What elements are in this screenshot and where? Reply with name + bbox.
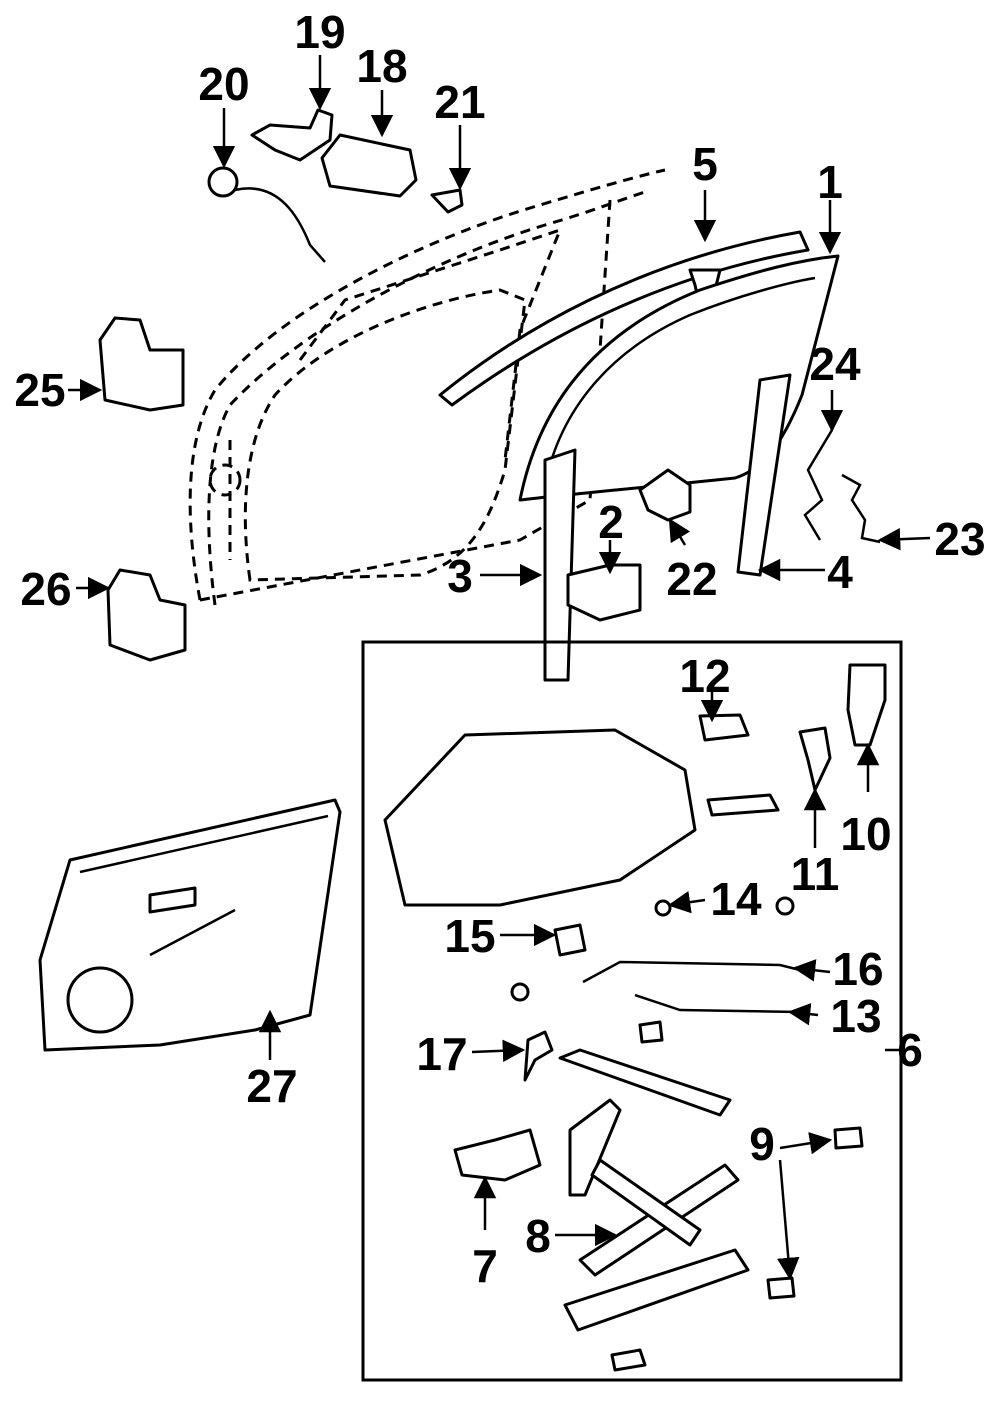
callout-18: 18 <box>356 40 407 92</box>
lock-cylinder-11-drawing <box>798 726 832 792</box>
callout-11: 11 <box>791 848 840 900</box>
callout-10: 10 <box>840 808 891 860</box>
rod-13-drawing <box>634 993 801 1014</box>
upper-hinge-drawing <box>98 316 185 412</box>
assembly-6-box <box>361 640 903 1382</box>
latch-drawing <box>706 793 780 817</box>
rod-23-drawing <box>841 473 881 544</box>
lift-channel-drawing <box>563 1248 750 1332</box>
inner-panel-drawing <box>383 728 697 907</box>
actuator-10-drawing <box>846 663 887 747</box>
grommet-drawing <box>207 166 239 198</box>
callout-27: 27 <box>246 1060 297 1112</box>
clip-14-drawing <box>654 899 672 917</box>
callout-21: 21 <box>434 76 485 128</box>
harness-drawing <box>234 187 326 263</box>
callout-2: 2 <box>598 496 624 548</box>
small-clip-drawing <box>510 982 530 1002</box>
regulator-8-drawing <box>568 1098 740 1277</box>
callout-7: 7 <box>472 1240 498 1292</box>
clip-15-drawing <box>553 923 587 957</box>
callout-23: 23 <box>934 513 985 565</box>
callout-16: 16 <box>832 943 883 995</box>
callout-9: 9 <box>749 1118 775 1170</box>
lock-rod-12-drawing <box>698 713 750 742</box>
callout-24: 24 <box>809 338 861 390</box>
rod-24-drawing <box>803 429 834 541</box>
bracket-19-drawing <box>250 108 334 162</box>
switch-drawing <box>610 1348 647 1372</box>
motor-7-drawing <box>453 1128 542 1182</box>
callout-4: 4 <box>827 546 853 598</box>
front-channel-drawing <box>543 448 577 682</box>
striker-drawing <box>638 468 692 522</box>
handle-drawing <box>320 133 418 198</box>
callout-8: 8 <box>525 1210 551 1262</box>
callout-labels: 1 2 3 4 5 6 7 8 9 10 11 12 13 14 15 16 1… <box>14 6 985 1292</box>
callout-19: 19 <box>294 6 345 58</box>
bracket-drawing <box>566 563 642 622</box>
clip-21-drawing <box>430 188 464 214</box>
trim-panel-drawing <box>38 798 342 1052</box>
callout-22: 22 <box>666 553 717 605</box>
callout-12: 12 <box>679 650 730 702</box>
grommet-17-drawing <box>523 1030 554 1082</box>
callout-6: 6 <box>897 1024 923 1076</box>
small-clip-2-drawing <box>638 1020 664 1044</box>
pad-9b-drawing <box>766 1276 796 1300</box>
callout-1: 1 <box>817 156 843 208</box>
callout-14: 14 <box>710 873 762 925</box>
callout-5: 5 <box>692 138 718 190</box>
rod-16-drawing <box>582 960 801 984</box>
pad-9a-drawing <box>833 1126 864 1150</box>
lower-hinge-drawing <box>106 568 187 662</box>
callout-26: 26 <box>20 563 71 615</box>
bolt-drawing <box>775 896 795 916</box>
guide-rail-drawing <box>558 1048 732 1117</box>
callout-20: 20 <box>198 58 249 110</box>
callout-17: 17 <box>416 1028 467 1080</box>
callout-13: 13 <box>830 990 881 1042</box>
callout-3: 3 <box>447 550 473 602</box>
callout-15: 15 <box>444 910 495 962</box>
leader-arrows <box>68 55 931 1281</box>
callout-25: 25 <box>14 364 65 416</box>
